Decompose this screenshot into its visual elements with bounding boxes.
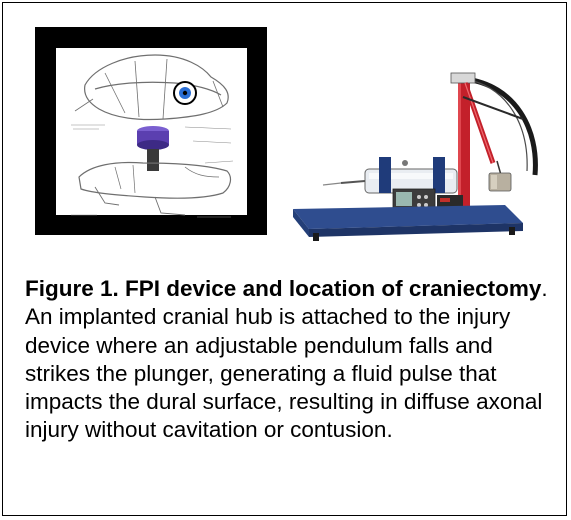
- fluid-cylinder: [323, 157, 457, 193]
- figure-caption: Figure 1. FPI device and location of cra…: [25, 275, 560, 445]
- skull-diagram-image: [35, 27, 267, 235]
- figure-caption-title: Figure 1. FPI device and location of cra…: [25, 276, 541, 301]
- base-plate: [293, 205, 523, 241]
- figure-frame: Figure 1. FPI device and location of cra…: [2, 2, 567, 516]
- pendulum-arc: [465, 79, 535, 175]
- pendulum-weight: [489, 161, 511, 191]
- fpi-device-image: [283, 71, 543, 243]
